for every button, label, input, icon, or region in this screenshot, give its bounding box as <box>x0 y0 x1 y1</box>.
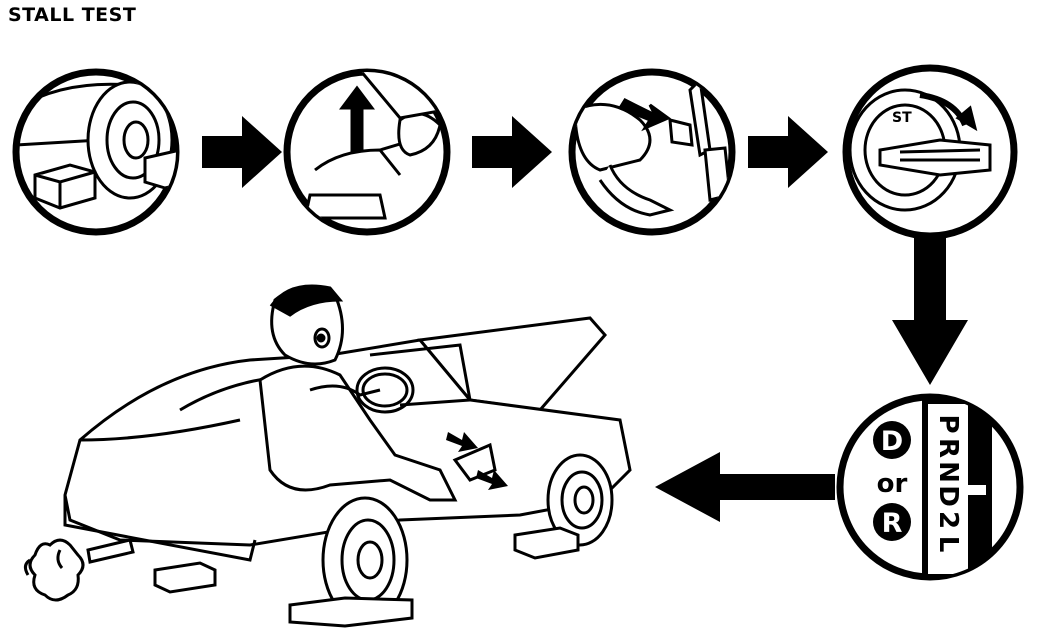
arrow-5-to-6 <box>655 452 835 522</box>
gate-r: R <box>933 438 963 458</box>
mode-d-label: D <box>881 426 903 457</box>
step-select-gear: P R N D 2 L D or R <box>840 397 1020 578</box>
chock-front <box>515 528 578 558</box>
arrow-4-to-5 <box>892 238 968 385</box>
gate-d: D <box>933 485 963 507</box>
chock-rear-left <box>155 563 215 592</box>
gate-p: P <box>933 414 963 433</box>
gate-2: 2 <box>933 511 963 529</box>
step-chock-wheels <box>15 72 200 232</box>
mode-or-label: or <box>877 469 908 499</box>
step-start-engine: ST <box>846 68 1014 236</box>
exhaust-smoke-icon <box>25 540 83 600</box>
arrow-1-to-2 <box>202 116 282 188</box>
step-brake-pedal <box>572 72 732 232</box>
exhaust-pipe <box>88 540 133 562</box>
arrow-2-to-3 <box>472 116 552 188</box>
step-stall-car <box>25 286 630 626</box>
arrow-3-to-4 <box>748 116 828 188</box>
chock-rear-right <box>290 598 412 626</box>
step-parking-brake <box>287 60 447 232</box>
wheel-chock-icon <box>35 165 95 208</box>
gate-l: L <box>933 536 963 553</box>
mode-r-label: R <box>882 508 903 539</box>
gate-n: N <box>933 461 963 483</box>
ignition-start-label: ST <box>892 110 912 126</box>
